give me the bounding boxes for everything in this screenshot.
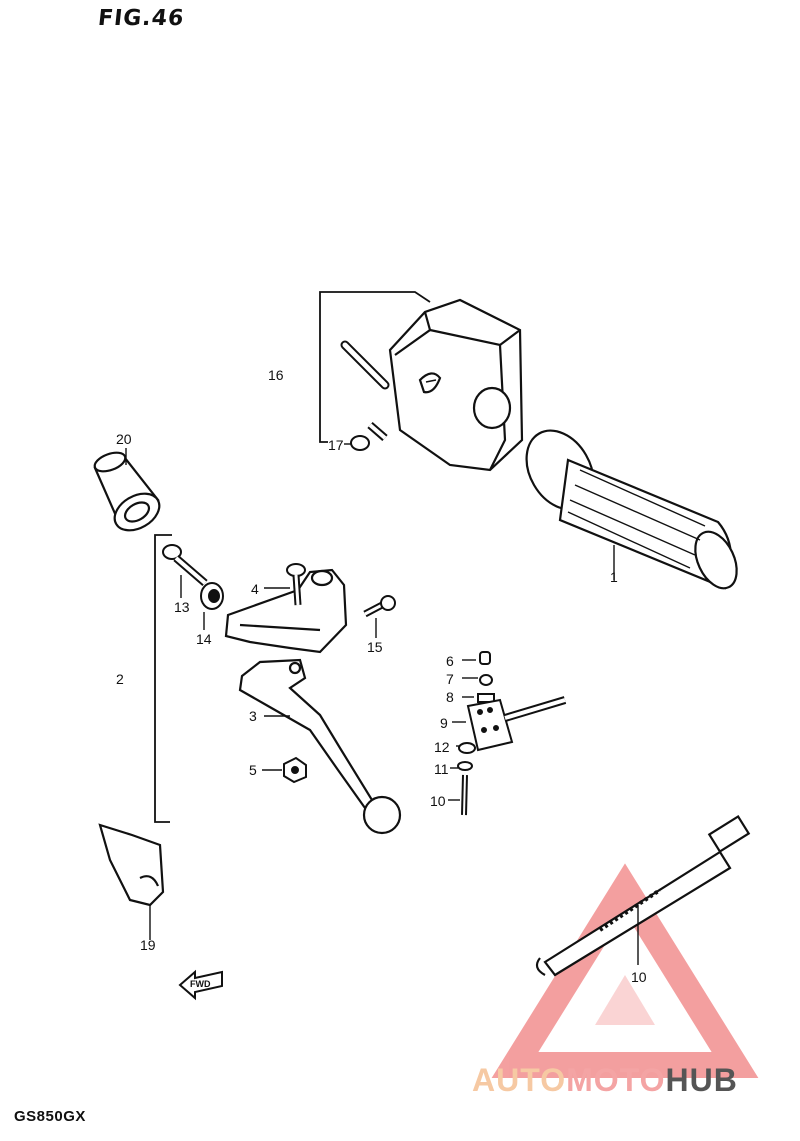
clutch-lever [238, 658, 402, 835]
bolt-4 [286, 563, 306, 606]
switch-housing [340, 298, 524, 472]
callout-6: 6 [446, 653, 454, 669]
screw-17 [350, 421, 388, 451]
switch-small-parts [457, 651, 567, 816]
callout-19: 19 [140, 937, 156, 953]
collar-14 [200, 582, 224, 610]
callout-17: 17 [328, 437, 344, 453]
callout-bracket-17 [319, 375, 328, 443]
fwd-arrow [178, 969, 223, 1001]
watermark-part-auto: AUTO [472, 1062, 567, 1098]
watermark-part-hub: HUB [665, 1062, 738, 1098]
callout-bracket-2 [154, 534, 172, 823]
lever-holder [224, 568, 348, 654]
lever-cover-19 [98, 823, 165, 907]
callout-4: 4 [251, 581, 259, 597]
callout-18: 10 [631, 969, 647, 985]
callout-12: 12 [434, 739, 450, 755]
callout-8: 8 [446, 689, 454, 705]
callout-14: 14 [196, 631, 212, 647]
watermark-text: AUTOMOTOHUB [472, 1062, 738, 1099]
callout-5: 5 [249, 762, 257, 778]
model-label: GS850GX [14, 1108, 86, 1125]
watermark-part-moto: MOTO [566, 1062, 666, 1098]
fwd-label: FWD [190, 979, 211, 989]
callout-15: 15 [367, 639, 383, 655]
screw-15 [363, 595, 396, 618]
callout-10-switch: 10 [430, 793, 446, 809]
callout-3: 3 [249, 708, 257, 724]
bolt-13 [162, 544, 208, 587]
callout-9: 9 [440, 715, 448, 731]
callout-2: 2 [116, 671, 124, 687]
callout-13: 13 [174, 599, 190, 615]
callout-20: 20 [116, 431, 132, 447]
leader-lines [125, 443, 639, 965]
watermark-logo [491, 863, 759, 1078]
callout-7: 7 [446, 671, 454, 687]
callout-1: 1 [610, 569, 618, 585]
nut-5 [283, 756, 307, 784]
callout-bracket-16 [319, 291, 431, 375]
callout-11: 11 [434, 761, 449, 777]
callout-16: 16 [268, 367, 284, 383]
dust-boot-20 [93, 451, 161, 532]
handlebar-grip [525, 429, 738, 590]
